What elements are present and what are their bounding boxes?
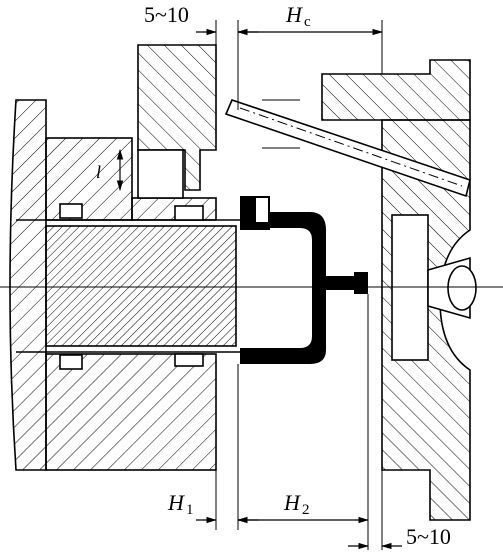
bottom-clearance-label: 5~10 bbox=[406, 524, 451, 549]
moving-plate-upper bbox=[45, 137, 133, 221]
slide-pocket bbox=[137, 149, 184, 199]
h1-dimension: H 1 bbox=[167, 490, 258, 524]
moving-plate-lower bbox=[45, 353, 217, 471]
core-pull-dimension: H c bbox=[236, 2, 384, 36]
core-insert bbox=[45, 225, 237, 347]
sprue-stub bbox=[326, 276, 354, 290]
h1-label: H bbox=[167, 490, 185, 515]
h2-label: H bbox=[283, 490, 301, 515]
core-pull-subscript: c bbox=[304, 14, 311, 30]
top-clearance-dimension: 5~10 bbox=[144, 2, 258, 36]
angle-pin bbox=[224, 99, 471, 198]
bottom-clearance-dimension: 5~10 bbox=[348, 524, 451, 550]
fixed-clamp-plate bbox=[321, 59, 471, 121]
molded-part bbox=[240, 196, 368, 364]
sprue-tip bbox=[354, 272, 368, 294]
fixed-half bbox=[321, 59, 477, 521]
h1-subscript: 1 bbox=[186, 502, 194, 518]
core-pull-label: H bbox=[285, 2, 303, 27]
ejector-sleeve-top bbox=[59, 203, 83, 219]
slide-stroke-dimension: l bbox=[96, 148, 124, 192]
moving-half bbox=[9, 44, 240, 471]
ejector-sleeve-top-right bbox=[174, 205, 204, 221]
slide-stroke-label: l bbox=[96, 162, 101, 182]
ejector-sleeve-bottom bbox=[59, 354, 83, 370]
top-clearance-label: 5~10 bbox=[144, 2, 189, 27]
ejector-sleeve-bottom-right bbox=[174, 353, 204, 367]
h2-dimension: H 2 bbox=[236, 490, 370, 524]
extension-lines bbox=[215, 20, 383, 550]
h2-subscript: 2 bbox=[302, 502, 310, 518]
moving-plate-outer bbox=[9, 99, 47, 471]
part-slot bbox=[256, 198, 268, 222]
sprue-gate bbox=[447, 265, 477, 311]
